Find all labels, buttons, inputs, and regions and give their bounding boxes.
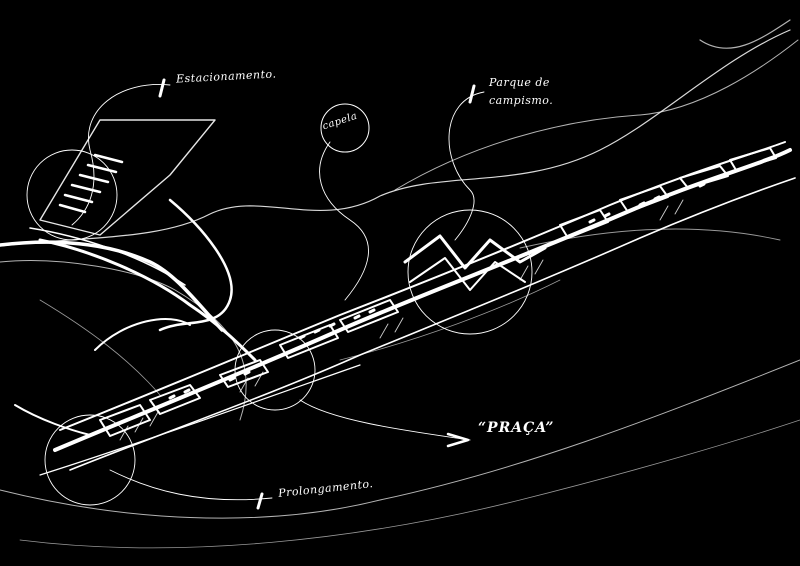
building-dots xyxy=(168,182,706,400)
ridge-stroke xyxy=(14,404,91,436)
main-promenade-edge xyxy=(39,364,361,476)
leader-line xyxy=(71,84,171,226)
label-parque-line1: Parque de xyxy=(489,76,550,89)
contour-line xyxy=(0,359,800,519)
contour-line xyxy=(339,279,561,361)
zigzag-node xyxy=(409,257,526,291)
leader-line xyxy=(109,469,273,501)
arrow-mark xyxy=(158,78,166,98)
ridge-stroke xyxy=(94,318,191,351)
contour-line xyxy=(519,228,781,249)
building-blocks xyxy=(99,147,777,437)
access-road xyxy=(38,238,257,362)
parking-area xyxy=(39,119,216,236)
ridge-stroke xyxy=(0,240,224,332)
parking-stalls xyxy=(58,153,124,214)
arrow-mark xyxy=(468,84,476,104)
centre-circle xyxy=(234,329,316,411)
arrow-mark xyxy=(256,492,264,510)
zigzag-node xyxy=(403,234,547,270)
node-circle xyxy=(407,209,533,335)
main-promenade xyxy=(53,148,792,452)
leader-line xyxy=(299,399,471,441)
parking-circle xyxy=(26,149,118,241)
contour-line xyxy=(0,29,791,247)
leader-line xyxy=(448,91,485,241)
contour-line xyxy=(0,260,247,421)
hatching xyxy=(119,199,684,441)
end-circle xyxy=(44,414,136,506)
label-parque-line2: campismo. xyxy=(489,94,554,107)
label-praca: “PRAÇA” xyxy=(478,420,555,436)
chapel-circle xyxy=(320,103,370,153)
contour-line xyxy=(39,299,161,396)
access-road xyxy=(29,227,186,286)
contour-line xyxy=(699,19,791,49)
leader-line xyxy=(319,141,369,301)
contour-line xyxy=(19,419,800,549)
arrow-mark xyxy=(446,432,470,448)
main-promenade-edge xyxy=(69,177,796,471)
contour-line xyxy=(394,39,799,191)
main-promenade-edge xyxy=(59,141,786,431)
